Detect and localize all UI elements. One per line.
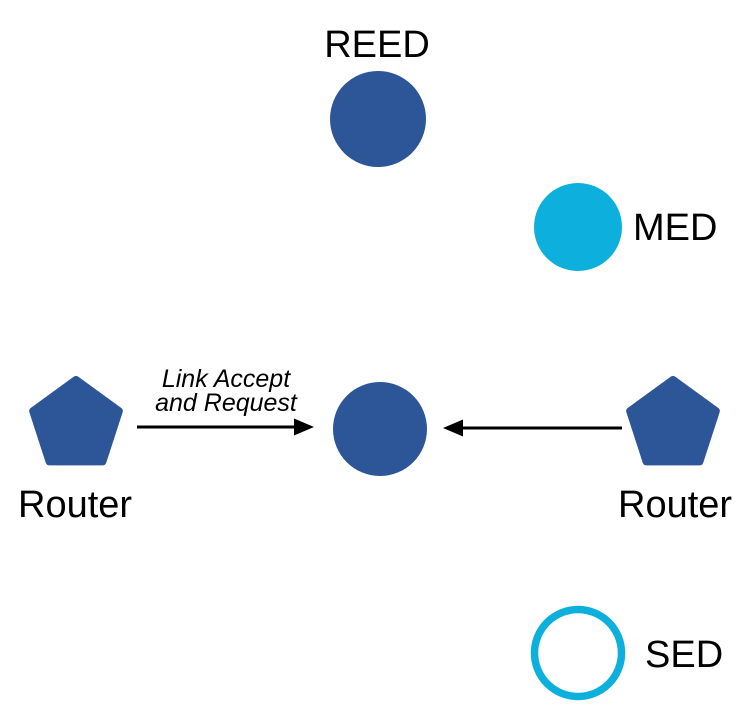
reed-node-circle [330, 71, 426, 167]
sed-label: SED [645, 634, 723, 676]
router-left-pentagon [29, 376, 123, 466]
right-arrow-head [443, 419, 463, 437]
left-edge-label-line2: and Request [155, 389, 298, 417]
med-label: MED [633, 207, 717, 249]
left-arrow-head [294, 418, 314, 436]
router-right-pentagon [626, 376, 720, 466]
router-right-label: Router [618, 484, 732, 526]
reed-label: REED [324, 24, 430, 66]
med-node-circle [534, 183, 622, 271]
sed-node-circle [530, 605, 626, 701]
central-node-circle [333, 382, 427, 476]
left-edge-label-line1: Link Accept [162, 365, 291, 393]
router-left-label: Router [18, 484, 132, 526]
